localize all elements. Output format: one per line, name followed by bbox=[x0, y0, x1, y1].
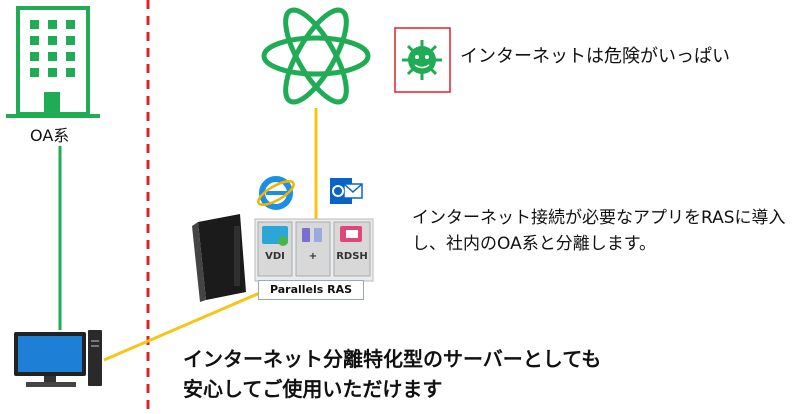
internet-icon bbox=[261, 7, 371, 105]
vdi-tile bbox=[257, 221, 293, 277]
plus-tile-label: + bbox=[308, 251, 318, 262]
vdi-tile-label: VDI bbox=[265, 251, 285, 262]
internet-explorer-icon bbox=[257, 176, 295, 210]
headline: インターネット分離特化型のサーバーとしても 安心してご使用いただけます bbox=[183, 344, 601, 404]
oa-zone-label: OA系 bbox=[30, 126, 70, 145]
ras-to-pc-line bbox=[103, 290, 263, 362]
threat-text: インターネットは危険がいっぱい bbox=[460, 46, 730, 67]
ras-banner: Parallels RAS bbox=[258, 280, 364, 300]
virus-icon bbox=[402, 40, 442, 80]
rdsh-tile bbox=[333, 221, 371, 277]
headline-line-2: 安心してご使用いただけます bbox=[183, 377, 443, 401]
description-text: インターネット接続が必要なアプリをRASに導入し、社内のOA系と分離します。 bbox=[412, 208, 786, 254]
outlook-icon bbox=[330, 178, 363, 204]
rdsh-tile-label: RDSH bbox=[336, 251, 368, 262]
server-icon bbox=[192, 214, 246, 302]
headline-line-1: インターネット分離特化型のサーバーとしても bbox=[183, 347, 602, 371]
building-icon bbox=[6, 6, 100, 118]
pc-icon bbox=[14, 330, 102, 387]
threat-box bbox=[394, 27, 451, 93]
plus-tile bbox=[295, 221, 331, 277]
